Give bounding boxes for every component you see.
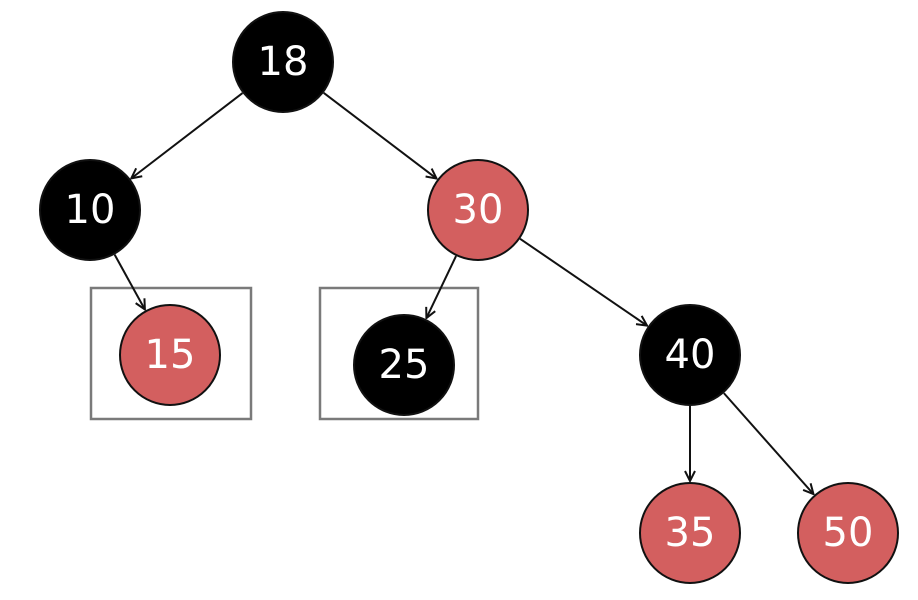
node-label: 15 xyxy=(145,332,196,378)
node-circle-black xyxy=(353,314,455,416)
node-label: 10 xyxy=(65,187,116,233)
tree-node-50: 50 xyxy=(797,482,899,584)
node-circle-black xyxy=(39,159,141,261)
node-circle-red xyxy=(639,482,741,584)
edge-18-to-10 xyxy=(131,92,244,178)
tree-node-35: 35 xyxy=(639,482,741,584)
node-label: 25 xyxy=(379,342,430,388)
tree-node-40: 40 xyxy=(639,304,741,406)
node-label: 30 xyxy=(453,187,504,233)
tree-node-15: 15 xyxy=(119,304,221,406)
edge-30-to-25 xyxy=(426,255,457,318)
edge-40-to-50 xyxy=(723,392,814,494)
edge-30-to-40 xyxy=(519,237,647,326)
node-circle-red xyxy=(797,482,899,584)
highlight-box-25 xyxy=(318,286,480,421)
node-label: 50 xyxy=(823,510,874,556)
tree-node-18: 18 xyxy=(232,11,334,113)
highlight-box-15 xyxy=(89,286,253,421)
tree-node-25: 25 xyxy=(353,314,455,416)
node-circle-black xyxy=(232,11,334,113)
node-circle-red xyxy=(119,304,221,406)
node-label: 18 xyxy=(258,39,309,85)
tree-node-30: 30 xyxy=(427,159,529,261)
tree-node-10: 10 xyxy=(39,159,141,261)
node-label: 40 xyxy=(665,332,716,378)
node-circle-black xyxy=(639,304,741,406)
node-label: 35 xyxy=(665,510,716,556)
edge-18-to-30 xyxy=(323,92,437,179)
edge-10-to-15 xyxy=(113,254,145,310)
node-circle-red xyxy=(427,159,529,261)
